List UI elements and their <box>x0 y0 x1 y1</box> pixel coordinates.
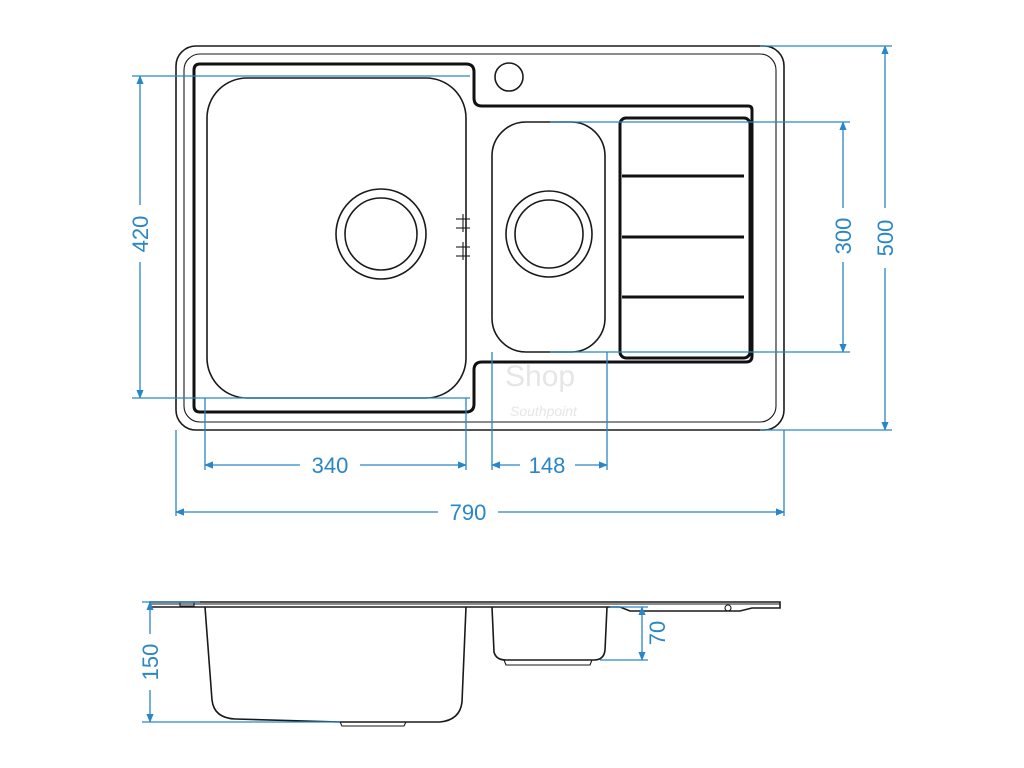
top-view: Shop Southpoint <box>175 45 785 431</box>
watermark-line-1: Shop <box>505 360 575 393</box>
watermark: Shop Southpoint <box>505 360 578 419</box>
dim-overall-depth: 500 <box>873 220 898 257</box>
drainer <box>618 116 752 360</box>
dimensions <box>132 45 892 723</box>
small-drain-inner <box>514 199 584 269</box>
sink-inner-edge <box>183 53 777 423</box>
small-bowl <box>491 121 606 353</box>
side-small-drain <box>503 659 593 666</box>
dim-overall-width: 790 <box>450 500 487 525</box>
overflow-marks <box>456 214 470 260</box>
tap-hole <box>494 62 524 92</box>
main-drain-inner <box>344 197 418 271</box>
dim-small-bowl-height: 70 <box>645 621 670 645</box>
side-view <box>149 601 781 727</box>
side-top-surface <box>149 601 781 612</box>
dimension-labels: 340 148 790 420 300 500 150 70 <box>128 216 898 681</box>
side-overflow-mark <box>179 602 195 607</box>
dim-main-bowl-height: 150 <box>138 644 163 681</box>
watermark-line-2: Southpoint <box>510 403 578 419</box>
side-small-bowl <box>491 606 608 661</box>
dim-main-bowl-width: 340 <box>312 453 349 478</box>
dim-main-bowl-depth: 420 <box>128 216 153 253</box>
extension-lines <box>132 45 892 723</box>
sink-outer-edge <box>175 45 785 431</box>
side-main-drain <box>339 721 407 727</box>
small-drain-outer <box>505 190 593 278</box>
side-tap-mark <box>724 604 732 612</box>
side-main-bowl <box>204 606 467 723</box>
bowl-rim <box>192 62 754 414</box>
dim-small-bowl-depth: 300 <box>831 218 856 255</box>
main-drain-outer <box>335 188 427 280</box>
dim-small-bowl-width: 148 <box>529 453 566 478</box>
